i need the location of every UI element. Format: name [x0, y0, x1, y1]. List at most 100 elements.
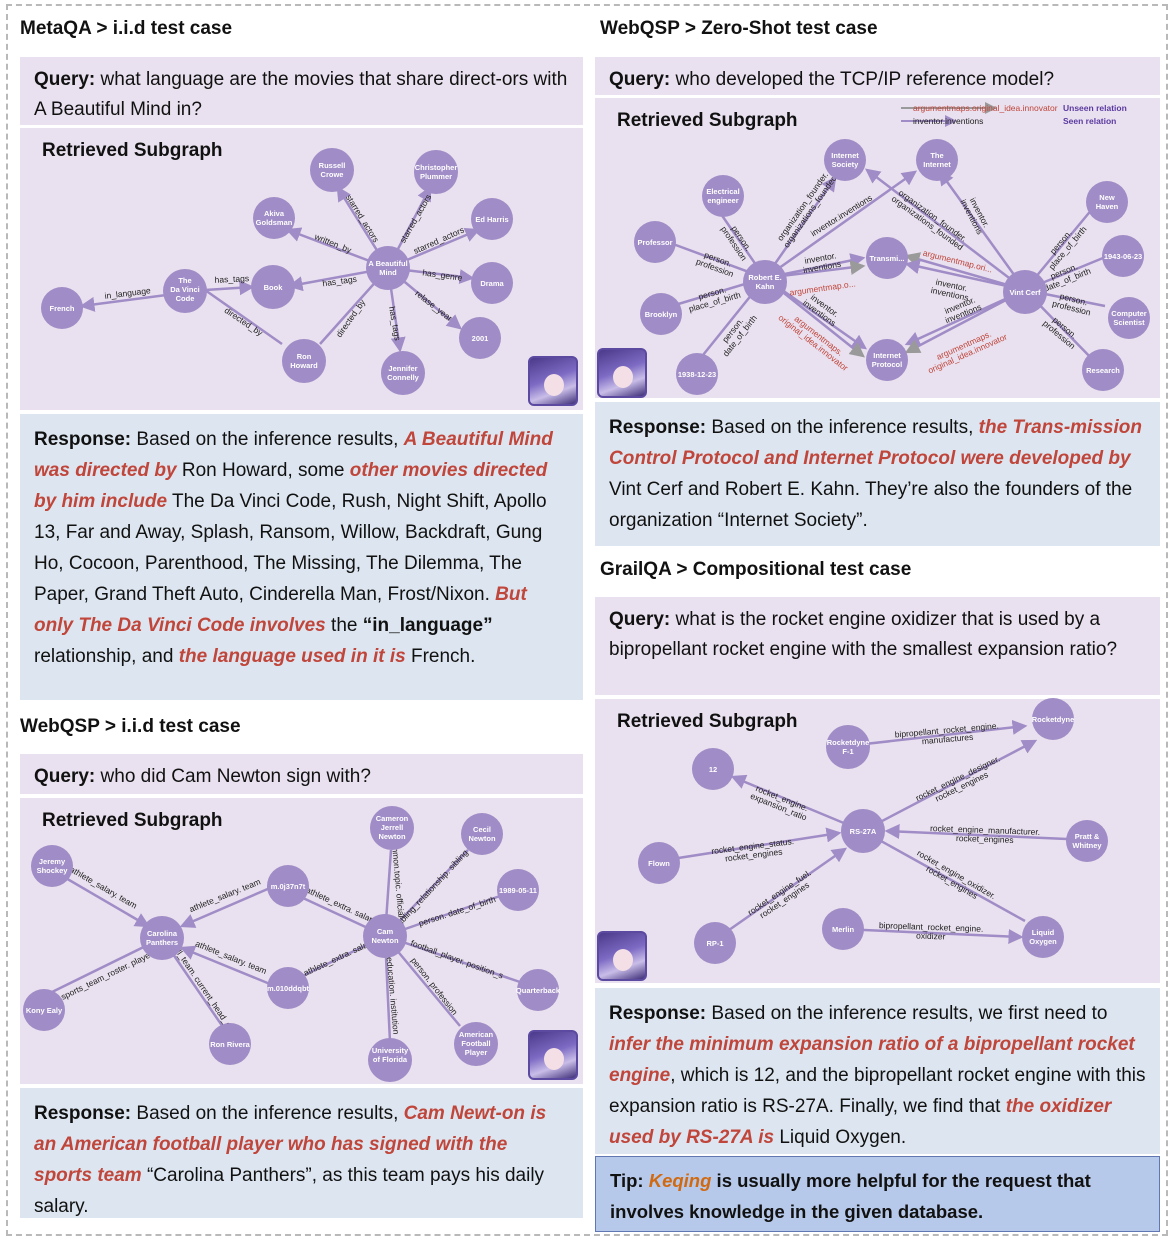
webqsp-zs-subgraph: Retrieved Subgraph argumentmaps.original…	[595, 98, 1160, 398]
metaqa-title: MetaQA > i.i.d test case	[20, 18, 233, 39]
edge	[865, 168, 1026, 291]
node-label: Kony Ealy	[26, 1006, 63, 1015]
subgraph-title: Retrieved Subgraph	[617, 110, 798, 131]
graph-node: Ed Harris	[471, 198, 513, 240]
response-text: relationship, and	[34, 646, 179, 667]
graph-node: 1989-05-11	[497, 869, 539, 911]
node-label: Quarterback	[516, 986, 561, 995]
outer-frame	[6, 4, 1168, 1236]
edge	[658, 827, 842, 863]
response-highlight: the language used in it is	[178, 646, 406, 667]
edge-label: athlete_extra. salary	[304, 885, 378, 927]
response-text: the	[325, 615, 363, 636]
edge-label: rocket_engine.expansion_ratio	[749, 782, 812, 822]
edge	[179, 945, 271, 986]
graph-node: RP-1	[694, 922, 736, 964]
node-label: 1989-05-11	[499, 886, 537, 895]
response-highlight: the Trans-mission Control Protocol and I…	[609, 417, 1142, 469]
response-text: Based on the inference results,	[131, 429, 404, 450]
subgraph-title: Retrieved Subgraph	[42, 810, 223, 831]
graph-node: RS-27A	[841, 809, 885, 853]
edge-label: organization_founder.organizations_found…	[774, 168, 839, 250]
edge-label: argumentmap.o...	[789, 278, 856, 297]
keqing-avatar	[597, 348, 647, 398]
graph-node: Book	[251, 265, 295, 309]
node-label: RS-27A	[850, 827, 877, 836]
edge-label: person. profession	[409, 956, 460, 1017]
graph-node: 2001	[459, 317, 501, 359]
webqsp-zs-graph-svg: argumentmaps.original_idea.innovator Uns…	[634, 102, 1150, 395]
tip-box: Tip: Keqing is usually more helpful for …	[595, 1156, 1160, 1232]
edge-label: athlete_salary. team	[68, 864, 139, 911]
node-label: m.0j37n7t	[271, 882, 306, 891]
edge	[204, 280, 255, 296]
response-text: Vint Cerf and Robert E. Kahn. They’re al…	[609, 479, 1133, 531]
response-label: Response:	[609, 1003, 707, 1024]
graph-node: Pratt &Whitney	[1066, 820, 1108, 862]
edge-label: relase_year	[413, 288, 454, 323]
node-label: French	[49, 304, 74, 313]
graph-node: m.0j37n7t	[267, 865, 309, 907]
response-text: Based on the inference results, we first…	[706, 1003, 1108, 1024]
legend-seen: Seen relation	[1063, 116, 1116, 126]
edge	[862, 829, 1026, 923]
response-text: Based on the inference results,	[706, 417, 979, 438]
webqsp-zs-response: Response: Based on the inference results…	[595, 402, 1160, 546]
node-label: Robert E.Kahn	[748, 273, 781, 291]
edge-label: directed_by	[223, 305, 266, 338]
node-label: Transmi...	[869, 254, 904, 263]
query-text: what language are the movies that share …	[34, 69, 568, 120]
graph-node: Flown	[638, 842, 680, 884]
edge	[204, 288, 283, 346]
graph-node: 12	[692, 748, 734, 790]
edge-label: directed_by	[334, 297, 368, 339]
response-text: Based on the inference results,	[131, 1103, 404, 1124]
webqsp-iid-title: WebQSP > i.i.d test case	[20, 716, 241, 737]
edge-label: has_tags	[322, 274, 358, 289]
edge-label: rocket_engine_designer.rocket_engines	[914, 754, 1006, 812]
tip-label: Tip:	[610, 1170, 644, 1191]
response-bold: “in_language”	[362, 615, 493, 636]
node-label: 1943-06-23	[1104, 252, 1142, 261]
node-label: Vint Cerf	[1009, 288, 1041, 297]
graph-node: Drama	[471, 262, 513, 304]
edge	[763, 175, 837, 279]
response-label: Response:	[34, 429, 132, 450]
edge-label: sports_team_roster. player	[59, 949, 154, 1002]
node-label: Professor	[637, 238, 672, 247]
edge	[862, 739, 1038, 833]
query-label: Query:	[34, 69, 96, 90]
node-label: 1938-12-23	[678, 370, 716, 379]
edge-label: has_tags	[387, 306, 403, 342]
response-text: , which is 12, and the bipropellant rock…	[609, 1065, 1146, 1117]
node-label: Flown	[648, 859, 670, 868]
edge-label: inventor.inventions	[958, 193, 993, 236]
edge-label: person.place_of_birth	[685, 281, 742, 314]
edge-label: starred_actors	[344, 193, 381, 244]
webqsp-iid-response: Response: Based on the inference results…	[20, 1088, 583, 1218]
